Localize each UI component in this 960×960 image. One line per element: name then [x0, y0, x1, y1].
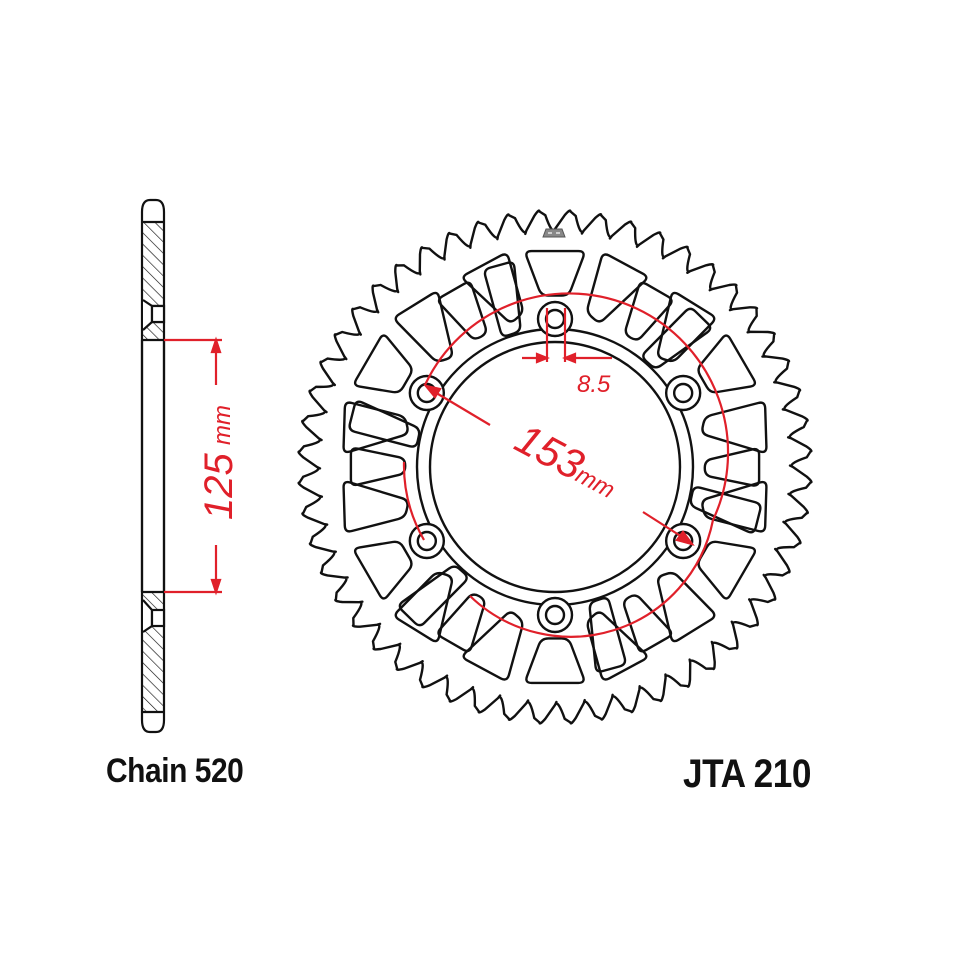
- bolt-hole: [536, 596, 574, 634]
- side-view: [140, 198, 166, 734]
- bolt-hole: [408, 522, 446, 560]
- bore-dimension-value: 125: [197, 453, 241, 520]
- bore-dimension-unit: mm: [209, 405, 236, 445]
- pcd-dimension: [402, 292, 730, 638]
- part-number-label: JTA 210: [683, 752, 812, 796]
- bolt-hole: [536, 300, 574, 338]
- chain-size-label: Chain 520: [106, 752, 244, 790]
- bore-dimension: [164, 336, 222, 596]
- bolt-hole: [664, 374, 702, 412]
- sprocket-front-view: [297, 209, 813, 725]
- center-bore: [428, 340, 682, 594]
- bolt-hole-dimension: [522, 308, 612, 364]
- lightening-cutouts: [342, 249, 768, 685]
- jt-logo-icon: [542, 228, 566, 238]
- bolt-hole-dimension-value: 8.5: [577, 371, 611, 398]
